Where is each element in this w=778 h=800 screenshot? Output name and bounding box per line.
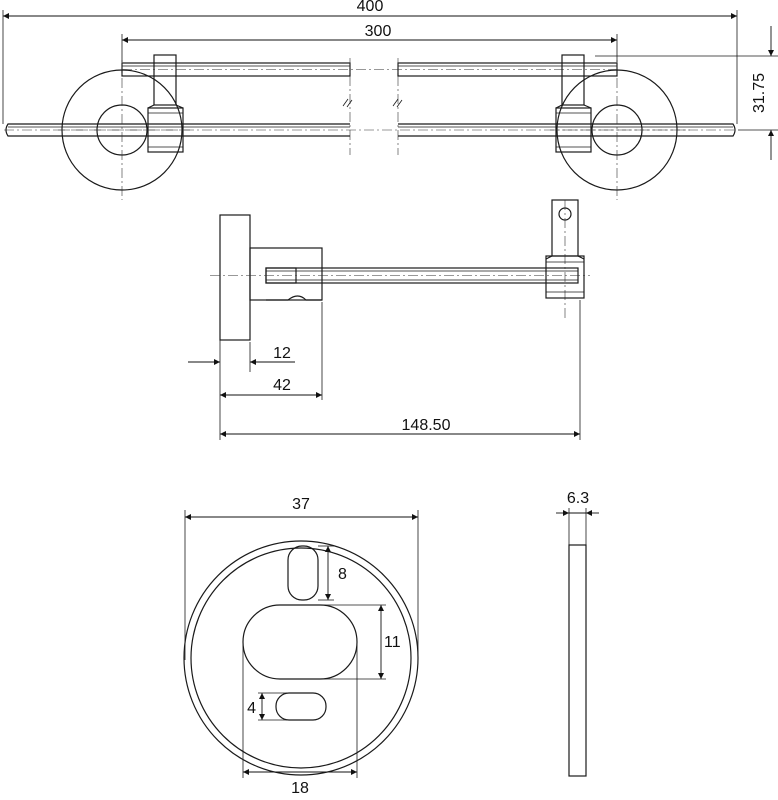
dim-11-label: 11 [384,634,401,651]
plate-front-view: 37 8 11 4 18 [183,496,419,797]
dim-31-75-label: 31.75 [751,73,768,113]
dim-top-slot-height: 8 [318,545,347,601]
plate-edge [568,544,587,777]
dim-wall-offset: 12 [188,340,295,440]
dim-4-label: 4 [247,700,256,717]
side-bracket-body [249,247,323,301]
upper-rail [121,62,618,77]
dim-plate-thickness: 6.3 [556,490,599,545]
dim-42-label: 42 [273,377,291,394]
lower-rail [4,123,737,137]
dim-projection-height: 31.75 [595,26,778,160]
dim-center-slot-width: 18 [242,642,358,797]
plate-center-slot [242,604,358,680]
dim-12-label: 12 [273,345,291,362]
plate-side-view: 6.3 [556,490,599,777]
side-wall-plate [219,214,251,341]
plate-inner [190,547,412,769]
plate-top-slot [287,545,319,601]
dim-bracket-depth: 42 [220,302,323,400]
dim-overall-length: 400 [2,0,738,124]
dim-plate-diameter: 37 [184,496,419,660]
dim-6-3-label: 6.3 [567,490,589,507]
dim-148-50-label: 148.50 [402,417,451,434]
dim-rail-length: 300 [121,23,618,62]
dim-18-label: 18 [291,780,309,797]
top-view: 400 300 31.75 [2,0,778,200]
dim-300-label: 300 [365,23,392,40]
plate-bottom-slot [275,692,327,721]
plate-outer [183,540,419,776]
break-lines [342,58,403,155]
side-view: 12 42 148.50 [188,199,590,440]
dim-center-slot-height: 11 [320,604,401,680]
dim-bottom-slot-height: 4 [247,692,290,721]
dim-8-label: 8 [338,566,347,583]
dim-overall-depth: 148.50 [220,300,581,440]
dim-37-label: 37 [292,496,310,513]
dim-400-label: 400 [357,0,384,15]
